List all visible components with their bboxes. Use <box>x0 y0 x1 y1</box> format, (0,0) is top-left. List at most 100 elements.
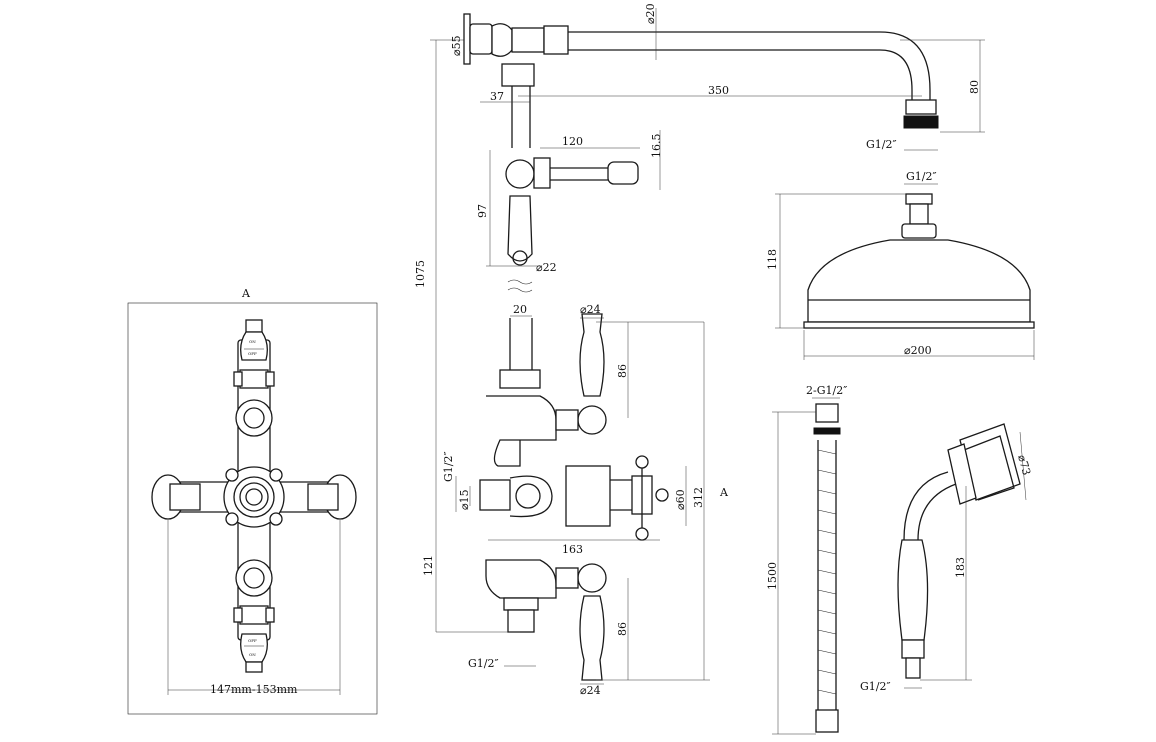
dim-bottom-handle-dia: ⌀24 <box>580 684 601 697</box>
hose-bottom-nut <box>815 709 839 733</box>
top-valve-side-stem <box>555 409 579 431</box>
break-line-2 <box>507 287 533 293</box>
inlet-hook <box>509 475 553 518</box>
centres-dimension: 147mm-153mm <box>210 683 298 696</box>
wall-flange <box>463 13 471 65</box>
dim-top-handle-height: 86 <box>616 364 629 378</box>
dim-rail-bracket-drop: 97 <box>476 204 489 218</box>
inlet-nut <box>479 479 511 511</box>
handset-face-dia: ⌀73 <box>1015 453 1033 476</box>
dim-top-handle-dia: ⌀24 <box>580 303 601 316</box>
arm-elbow <box>491 23 513 57</box>
handset-head-back <box>947 443 977 505</box>
side-view: 1075 ⌀55 ⌀20 37 350 80 G1/2″ <box>414 3 985 697</box>
dim-valve-height: 312 <box>692 487 705 508</box>
hose: 2-G1/2″ 1500 <box>766 384 847 735</box>
side-section-marker: A <box>719 486 729 499</box>
handset-face-dim-line <box>1019 431 1027 501</box>
dim-arm-dia: ⌀20 <box>644 3 657 24</box>
bottom-valve-knob <box>235 559 273 597</box>
top-handle-off-label: OFF <box>248 351 257 356</box>
bottom-handle-cap <box>245 661 263 673</box>
hose-top-band <box>813 427 841 435</box>
control-knob-ring-inner <box>239 482 269 512</box>
handset-thread-label: G1/2″ <box>860 680 891 693</box>
dim-rail-dia: ⌀22 <box>536 261 557 274</box>
control-stem <box>610 479 632 511</box>
dim-outlet-thread: G1/2″ <box>468 657 499 670</box>
dim-lower-offset: 121 <box>422 555 435 576</box>
front-section-marker: A <box>241 287 251 300</box>
arm-bend-outer <box>879 31 931 100</box>
hose-top-nut <box>815 403 839 423</box>
head-height: 118 <box>766 249 779 270</box>
head-collar <box>901 223 937 239</box>
handset-thread <box>905 657 921 679</box>
rail-bracket-knuckle <box>505 159 535 189</box>
cross-handle-tip-top <box>635 455 649 469</box>
control-housing <box>565 465 611 527</box>
arm-outlet-thread <box>903 115 939 129</box>
bottom-valve-side-knob <box>577 563 607 593</box>
dim-valve-depth: 163 <box>562 543 583 556</box>
top-valve-nut <box>239 369 269 389</box>
top-handle-lever <box>240 331 268 361</box>
dim-rail-width: 20 <box>513 303 527 316</box>
dim-control-dia: ⌀60 <box>674 489 687 510</box>
right-inlet-arm <box>307 483 339 511</box>
rail-slider <box>507 195 533 262</box>
bottom-outlet-nut <box>503 597 539 611</box>
control-knob-ring <box>233 476 275 518</box>
cross-handle-tip-front <box>655 488 669 502</box>
head-thread: G1/2″ <box>906 170 937 183</box>
top-valve-nut-right <box>265 371 275 387</box>
dim-arm-length: 350 <box>708 84 729 97</box>
break-line-1 <box>507 279 533 285</box>
arm-connector <box>511 27 545 53</box>
dim-arm-drop: 80 <box>968 80 981 94</box>
bottom-side-handle <box>579 595 605 681</box>
top-outlet-nut <box>499 369 541 389</box>
control-knob-outer <box>223 466 285 528</box>
top-valve-side-body <box>486 395 557 467</box>
bottom-valve-nut-right <box>265 607 275 623</box>
handset: ⌀73 183 G1/2″ <box>860 423 1033 693</box>
arm-nut <box>543 25 569 55</box>
dim-rail-bracket-height: 16.5 <box>650 134 663 159</box>
dim-inlet-thread: G1/2″ <box>442 451 455 482</box>
handset-length: 183 <box>954 557 967 578</box>
head-neck <box>909 203 929 225</box>
bottom-valve-nut-left <box>233 607 243 623</box>
handset-neck-inner <box>917 483 957 541</box>
top-handle-on-label: ON <box>249 339 256 344</box>
dim-rail-bracket-length: 120 <box>562 135 583 148</box>
hose-threads: 2-G1/2″ <box>806 384 847 397</box>
dim-wall-flange-dia: ⌀55 <box>450 35 463 56</box>
dim-overall-height: 1075 <box>414 260 427 288</box>
top-valve-nut-left <box>233 371 243 387</box>
handset-head-rim <box>963 435 1015 501</box>
hose-length: 1500 <box>766 562 779 590</box>
top-valve-knob <box>235 399 273 437</box>
cross-tip-nw <box>225 468 239 482</box>
top-side-handle <box>579 313 605 397</box>
dim-arm-outlet-thread: G1/2″ <box>866 138 897 151</box>
hose-coil-lines <box>817 449 837 695</box>
bottom-valve-nut <box>239 605 269 625</box>
control-knob-center <box>245 488 263 506</box>
dim-arm-offset: 37 <box>490 90 504 103</box>
head-diameter: ⌀200 <box>904 344 932 357</box>
rail-bracket-end <box>607 161 639 185</box>
head-inlet-nut <box>905 193 933 205</box>
cross-tip-sw <box>225 512 239 526</box>
head-face-plate <box>803 321 1035 329</box>
arm-bend-inner <box>879 49 913 100</box>
bottom-valve-side-body <box>485 559 557 599</box>
handset-collar <box>901 639 925 659</box>
cross-tip-ne <box>269 468 283 482</box>
bottom-handle-off-label: OFF <box>248 638 257 643</box>
front-view: A ON OFF <box>127 287 378 715</box>
left-inlet-arm <box>169 483 201 511</box>
handset-grip <box>897 539 929 641</box>
